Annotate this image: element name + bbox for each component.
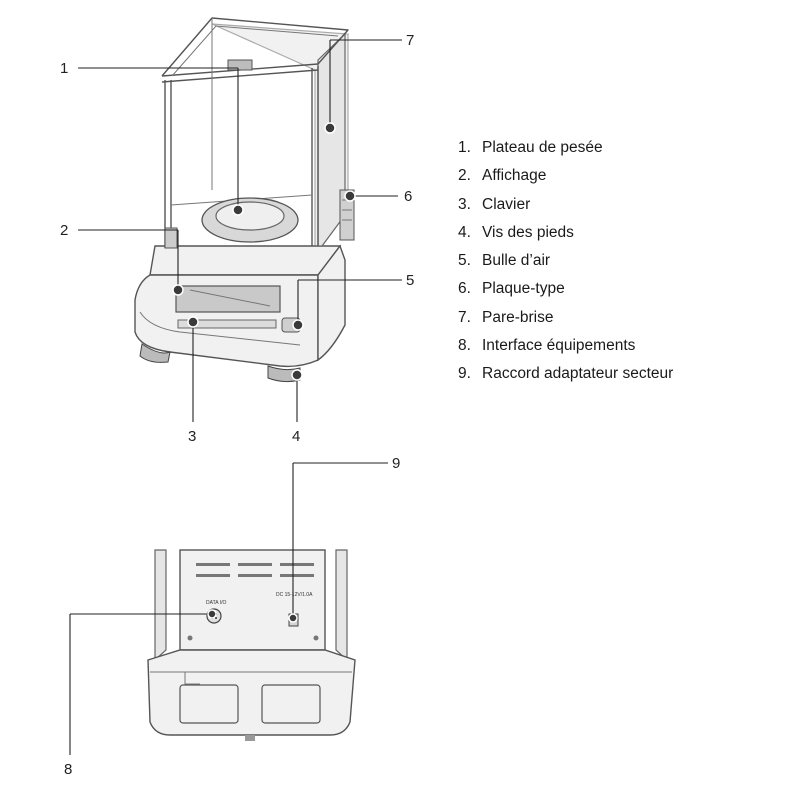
legend-label: Plateau de pesée [482,139,603,156]
balance-front-view [134,17,355,383]
legend-item: 8. Interface équipements [458,334,673,362]
legend-label: Clavier [482,195,531,213]
legend-item: 3. Clavier [458,193,673,221]
legend-item: 4. Vis des pieds [458,221,673,249]
callout-numbers: 1 2 3 4 5 6 7 8 9 [60,32,414,778]
legend-number: 1. [458,139,471,156]
callout-1: 1 [60,60,68,77]
legend-label: Raccord adaptateur secteur [482,365,674,383]
keypad-strip [177,319,277,329]
callout-7: 7 [406,32,414,49]
callout-5: 5 [406,272,414,289]
callout-2: 2 [60,222,68,239]
foot-left [139,343,171,363]
power-label: DC 15-12V/1.0A [276,592,313,598]
legend-item: 1. Plateau de pesée [458,136,673,164]
legend-number: 9. [458,365,471,383]
callout-9: 9 [392,455,400,472]
callout-8: 8 [64,761,72,778]
data-port-label: DATA I/O [206,600,226,606]
callout-3: 3 [188,428,196,445]
legend-item: 7. Pare-brise [458,306,673,334]
legend-number: 7. [458,308,471,326]
callout-6: 6 [404,188,412,205]
parts-legend: 1. Plateau de pesée 2. Affichage 3. Clavier… [458,136,673,391]
legend-label: Bulle d’air [482,252,551,270]
legend-label: Interface équipements [482,337,636,355]
callout-lines [69,39,402,755]
balance-rear-view: DATA I/O DC 15-12V/1.0A [147,549,356,741]
legend-label: Affichage [482,167,547,185]
legend-number: 4. [458,223,471,241]
legend-label: Pare-brise [482,308,554,326]
legend-number: 5. [458,252,471,270]
legend-number: 6. [458,280,471,298]
legend-number: 2. [458,167,471,185]
legend-number: 8. [458,337,471,355]
legend-number: 3. [458,195,471,213]
callout-4: 4 [292,428,300,445]
legend-label: Vis des pieds [482,223,574,241]
legend-item: 5. Bulle d’air [458,249,673,277]
legend-label: Plaque-type [482,280,565,298]
legend-item: 9. Raccord adaptateur secteur [458,362,673,390]
legend-item: 2. Affichage [458,164,673,192]
legend-item: 6. Plaque-type [458,277,673,305]
